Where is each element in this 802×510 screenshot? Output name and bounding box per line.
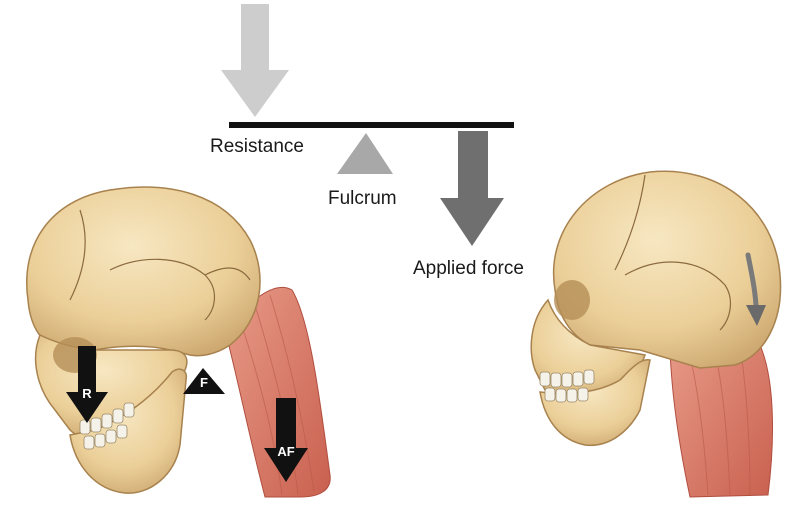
eye-orbit-right bbox=[554, 280, 590, 320]
lever-beam bbox=[229, 122, 514, 128]
fulcrum-triangle bbox=[337, 133, 393, 174]
resistance-tag: R bbox=[79, 386, 95, 401]
skull-cranium-left bbox=[27, 187, 260, 356]
resistance-label: Resistance bbox=[210, 136, 304, 158]
fulcrum-label: Fulcrum bbox=[328, 188, 397, 210]
applied-force-label: Applied force bbox=[413, 258, 524, 280]
right-head-illustration bbox=[531, 171, 780, 497]
applied-force-arrow bbox=[440, 131, 504, 246]
fulcrum-tag: F bbox=[196, 375, 212, 390]
applied-force-tag: AF bbox=[274, 444, 298, 459]
skull-cranium-right bbox=[554, 171, 781, 368]
resistance-arrow bbox=[221, 4, 289, 117]
